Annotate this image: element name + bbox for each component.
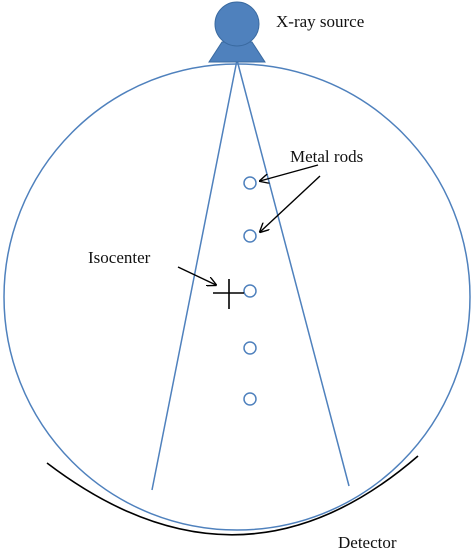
xray-source-icon xyxy=(208,1,266,63)
metal-rod xyxy=(243,176,257,190)
label-detector: Detector xyxy=(338,533,397,552)
arrow-to-rod-1 xyxy=(260,164,319,181)
metal-rod xyxy=(243,284,257,298)
metal-rod xyxy=(243,229,257,243)
arrow-to-rod-2 xyxy=(260,175,321,232)
metal-rod xyxy=(243,341,257,355)
detector-arc xyxy=(46,455,419,536)
metal-rod xyxy=(243,392,257,406)
beam-right-edge xyxy=(236,59,350,487)
label-isocenter: Isocenter xyxy=(88,248,151,267)
label-xray-source: X-ray source xyxy=(276,12,364,31)
metal-rods xyxy=(243,176,257,406)
isocenter-crosshair xyxy=(213,279,244,309)
label-metal-rods: Metal rods xyxy=(290,147,363,166)
gantry-circle xyxy=(3,63,471,531)
arrow-to-isocenter xyxy=(177,266,216,285)
